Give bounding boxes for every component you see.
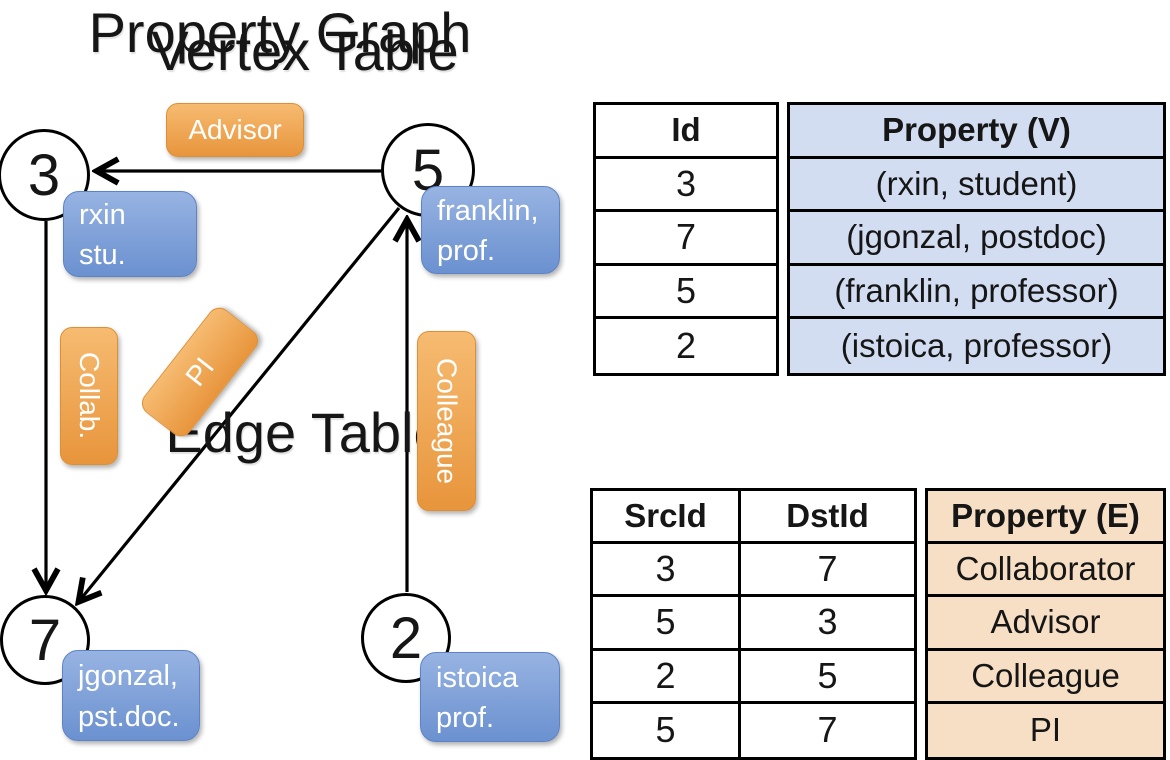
table-cell: 2 [593, 650, 741, 704]
table-cell: 7 [817, 709, 838, 751]
table-cell: 3 [741, 597, 914, 651]
vertex-property-line: istoica [436, 661, 519, 694]
vertex-property-line: prof. [437, 235, 496, 267]
table-cell: Collaborator [928, 544, 1163, 598]
column-header: Property (V) [790, 105, 1163, 159]
edge-table-title: Edge Table [165, 401, 445, 464]
table-cell: 5 [593, 703, 741, 757]
vertex-property-box-7: jgonzal, pst.doc. [62, 650, 200, 741]
edge-table-id-columns: SrcId DstId 3 7 5 3 2 5 5 7 [590, 488, 917, 760]
edge-label-colleague: Colleague [417, 331, 476, 511]
table-cell: 7 [596, 212, 776, 266]
table-cell: 5 [741, 651, 914, 704]
vertex-property-line: prof. [436, 702, 495, 734]
table-cell: (istoica, professor) [840, 327, 1113, 365]
table-cell: 7 [741, 544, 914, 598]
table-cell: 3 [596, 159, 776, 213]
column-header: DstId [741, 491, 914, 545]
vertex-table-id-column: Id 3 7 5 2 [593, 102, 779, 376]
vertex-property-line: rxin [79, 198, 126, 231]
table-cell: Advisor [928, 597, 1163, 651]
table-cell: PI [1029, 711, 1062, 749]
vertex-property-line: jgonzal, [78, 660, 178, 693]
column-header: Property (E) [928, 491, 1163, 545]
vertex-property-box-3: rxin stu. [63, 191, 197, 277]
edge-label-advisor: Advisor [166, 103, 304, 157]
table-cell: Colleague [928, 651, 1163, 704]
vertex-id-label: 7 [28, 607, 62, 673]
edge-label-collab: Collab. [60, 327, 118, 465]
vertex-id-label: 3 [27, 142, 61, 208]
table-cell: (franklin, professor) [790, 266, 1163, 320]
vertex-property-line: franklin, [437, 194, 539, 227]
vertex-table-title: Vertex Table [151, 19, 459, 82]
column-header: SrcId [593, 491, 741, 545]
table-cell: 3 [593, 544, 741, 598]
table-cell: 5 [593, 597, 741, 651]
vertex-property-line: pst.doc. [78, 700, 180, 733]
edge-pi-arrow [80, 206, 401, 600]
table-cell: 2 [675, 325, 697, 367]
vertex-property-line: stu. [79, 239, 126, 271]
vertex-table-property-column: Property (V) (rxin, student) (jgonzal, p… [787, 102, 1166, 376]
edge-table-property-column: Property (E) Collaborator Advisor Collea… [925, 488, 1166, 760]
table-cell: 5 [596, 266, 776, 320]
property-graph-title: Property Graph [88, 1, 472, 64]
vertex-property-box-2: istoica prof. [420, 652, 560, 742]
table-cell: (rxin, student) [790, 159, 1163, 213]
vertex-property-box-5: franklin, prof. [421, 186, 560, 274]
vertex-id-label: 2 [389, 605, 423, 671]
column-header: Id [596, 105, 776, 159]
table-cell: (jgonzal, postdoc) [790, 212, 1163, 266]
